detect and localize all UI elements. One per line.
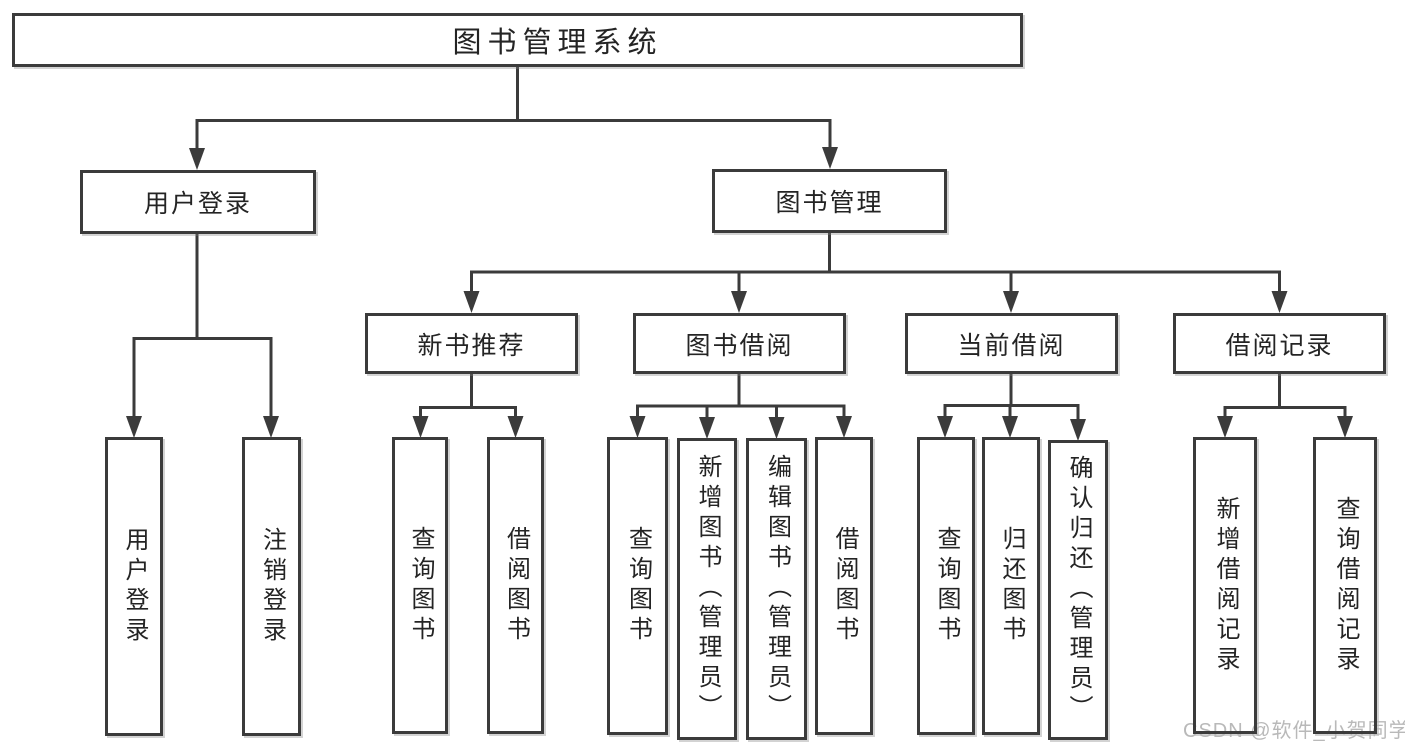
node-borrow-records: 借阅记录 [1173, 313, 1386, 374]
node-borrow-records-label: 借阅记录 [1225, 331, 1334, 360]
node-book-borrow: 图书借阅 [633, 313, 846, 374]
leaf-user-login: 用户登录 [105, 437, 163, 736]
leaf-label: 新增图书（管理员） [694, 454, 721, 724]
bracket-level2 [195, 119, 832, 154]
leaf-query-borrow-record: 查询借阅记录 [1313, 437, 1377, 734]
leaf-add-book-admin: 新增图书（管理员） [677, 438, 737, 740]
node-user-login: 用户登录 [80, 170, 316, 234]
leaf-label: 借阅图书 [502, 525, 530, 646]
leaf-edit-book-admin: 编辑图书（管理员） [746, 438, 807, 740]
leaf-label: 新增借阅记录 [1212, 495, 1239, 676]
node-new-book-recommend: 新书推荐 [365, 313, 578, 374]
bracket-level3 [470, 270, 1281, 299]
leaf-borrow-books-recommend: 借阅图书 [487, 437, 544, 734]
bracket-new-book [419, 406, 517, 423]
leaf-return-book: 归还图书 [982, 437, 1040, 735]
leaf-label: 借阅图书 [831, 526, 858, 646]
leaf-borrow-books: 借阅图书 [815, 437, 873, 735]
leaf-label: 查询借阅记录 [1332, 495, 1359, 676]
leaf-add-borrow-record: 新增借阅记录 [1193, 437, 1257, 734]
node-book-borrow-label: 图书借阅 [685, 331, 794, 360]
node-user-login-label: 用户登录 [143, 190, 252, 218]
node-root-label: 图书管理系统 [452, 27, 663, 59]
leaf-label: 编辑图书（管理员） [763, 454, 791, 724]
node-book-management: 图书管理 [712, 169, 947, 233]
bracket-user-login [132, 337, 273, 423]
leaf-label: 查询图书 [407, 525, 434, 646]
node-book-management-label: 图书管理 [775, 189, 884, 217]
bracket-book-borrow [636, 404, 846, 423]
leaf-query-books-current: 查询图书 [917, 437, 975, 735]
leaf-confirm-return-admin: 确认归还（管理员） [1048, 440, 1108, 740]
leaf-logout: 注销登录 [242, 437, 301, 736]
leaf-label: 归还图书 [998, 526, 1025, 646]
leaf-query-books-borrow: 查询图书 [607, 437, 668, 735]
node-root: 图书管理系统 [12, 13, 1023, 67]
bracket-borrow-records [1223, 406, 1347, 423]
arrowheads [126, 147, 1353, 441]
leaf-label: 查询图书 [624, 526, 652, 646]
node-current-borrow-label: 当前借阅 [957, 331, 1066, 360]
leaf-label: 查询图书 [933, 526, 960, 646]
leaf-user-login-label: 用户登录 [121, 526, 148, 647]
node-current-borrow: 当前借阅 [905, 313, 1118, 374]
node-new-book-recommend-label: 新书推荐 [417, 331, 526, 360]
leaf-logout-label: 注销登录 [258, 526, 286, 647]
leaf-label: 确认归还（管理员） [1065, 455, 1092, 725]
watermark: CSDN @软件_小贺同学 [1183, 720, 1405, 742]
leaf-query-books-recommend: 查询图书 [392, 437, 448, 734]
